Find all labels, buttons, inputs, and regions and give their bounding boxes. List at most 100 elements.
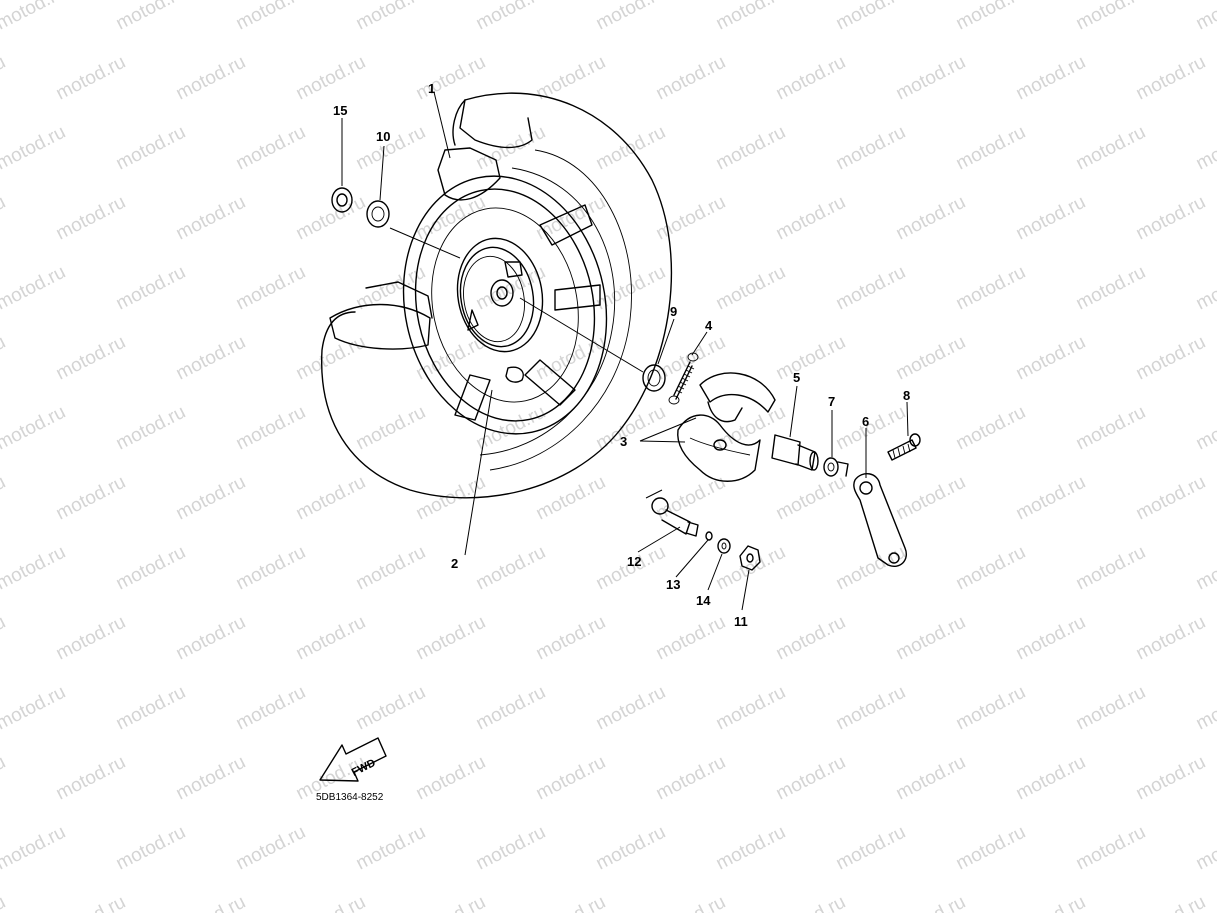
watermark-text: motod.ru: [1133, 472, 1209, 525]
watermark-text: motod.ru: [653, 192, 729, 245]
watermark-text: motod.ru: [173, 332, 249, 385]
watermark-text: motod.ru: [0, 192, 9, 245]
watermark-text: motod.ru: [713, 262, 789, 315]
watermark-text: motod.ru: [533, 752, 609, 805]
watermark-text: motod.ru: [953, 122, 1029, 175]
callout-1: 1: [428, 81, 435, 96]
watermark-text: motod.ru: [1193, 682, 1217, 735]
watermark-text: motod.ru: [593, 0, 669, 34]
watermark-text: motod.ru: [773, 472, 849, 525]
nut-15: [331, 187, 353, 213]
watermark-text: motod.ru: [953, 542, 1029, 595]
watermark-text: motod.ru: [353, 122, 429, 175]
watermark-text: motod.ru: [0, 682, 69, 735]
watermark-text: motod.ru: [113, 402, 189, 455]
watermark-text: motod.ru: [1013, 472, 1089, 525]
leader-lines: [341, 91, 909, 611]
watermark-text: motod.ru: [293, 612, 369, 665]
watermark-text: motod.ru: [0, 612, 9, 665]
watermark-text: motod.ru: [1133, 52, 1209, 105]
watermark-text: motod.ru: [833, 122, 909, 175]
watermark-text: motod.ru: [353, 402, 429, 455]
brake-shoes-3: [677, 372, 776, 482]
watermark-text: motod.ru: [713, 822, 789, 875]
watermark-text: motod.ru: [953, 0, 1029, 34]
watermark-text: motod.ru: [1013, 612, 1089, 665]
watermark-text: motod.ru: [413, 192, 489, 245]
rear-wheel: [320, 92, 673, 499]
bolt-8: [887, 433, 921, 461]
watermark-text: motod.ru: [173, 752, 249, 805]
watermark-text: motod.ru: [1073, 262, 1149, 315]
watermark-text: motod.ru: [953, 402, 1029, 455]
watermark-text: motod.ru: [653, 332, 729, 385]
watermark-text: motod.ru: [953, 822, 1029, 875]
watermark-text: motod.ru: [713, 402, 789, 455]
callout-3: 3: [620, 434, 627, 449]
watermark-text: motod.ru: [1013, 892, 1089, 913]
watermark-text: motod.ru: [1133, 752, 1209, 805]
watermark-text: motod.ru: [1193, 542, 1217, 595]
watermark-text: motod.ru: [1013, 332, 1089, 385]
watermark-text: motod.ru: [1193, 262, 1217, 315]
callout-2: 2: [451, 556, 458, 571]
watermark-text: motod.ru: [1193, 402, 1217, 455]
watermark-text: motod.ru: [713, 682, 789, 735]
watermark-text: motod.ru: [173, 472, 249, 525]
watermark-text: motod.ru: [473, 0, 549, 34]
watermark-text: motod.ru: [833, 542, 909, 595]
watermark-text: motod.ru: [0, 892, 9, 913]
watermark-text: motod.ru: [1013, 52, 1089, 105]
watermark-text: motod.ru: [773, 612, 849, 665]
watermark-text: motod.ru: [713, 542, 789, 595]
watermark-text: motod.ru: [293, 52, 369, 105]
watermark-text: motod.ru: [53, 612, 129, 665]
watermark-text: motod.ru: [533, 612, 609, 665]
watermark-text: motod.ru: [53, 752, 129, 805]
bolt-12: [651, 497, 699, 537]
callout-8: 8: [903, 388, 910, 403]
watermark-text: motod.ru: [233, 262, 309, 315]
watermark-text: motod.ru: [293, 192, 369, 245]
watermark-text: motod.ru: [0, 0, 69, 34]
watermark-text: motod.ru: [533, 472, 609, 525]
callout-11: 11: [734, 614, 748, 629]
watermark-text: motod.ru: [713, 0, 789, 34]
watermark-text: motod.ru: [1133, 192, 1209, 245]
watermark-text: motod.ru: [593, 682, 669, 735]
watermark-text: motod.ru: [353, 822, 429, 875]
watermark-text: motod.ru: [953, 262, 1029, 315]
watermark-text: motod.ru: [833, 682, 909, 735]
watermark-text: motod.ru: [1013, 192, 1089, 245]
watermark-text: motod.ru: [1193, 0, 1217, 34]
callout-numbers: 1 15 10 2 9 4 3 5 7 6 8 12 13 14 11: [333, 81, 910, 629]
callout-12: 12: [627, 554, 641, 569]
watermark-text: motod.ru: [1073, 682, 1149, 735]
watermark-text: motod.ru: [113, 822, 189, 875]
watermark-text: motod.ru: [773, 752, 849, 805]
watermark-text: motod.ru: [293, 892, 369, 913]
cam-lever-6: [853, 473, 907, 567]
watermark-text: motod.ru: [653, 892, 729, 913]
watermark-text: motod.ru: [293, 472, 369, 525]
watermark-text: motod.ru: [473, 682, 549, 735]
watermark-text: motod.ru: [353, 0, 429, 34]
watermark-text: motod.ru: [0, 752, 9, 805]
watermark-text: motod.ru: [233, 402, 309, 455]
watermark-text: motod.ru: [413, 752, 489, 805]
watermark-text: motod.ru: [893, 332, 969, 385]
watermark-text: motod.ru: [1073, 122, 1149, 175]
watermark-text: motod.ru: [473, 822, 549, 875]
watermark-text: motod.ru: [0, 542, 69, 595]
watermark-text: motod.ru: [413, 892, 489, 913]
watermark-text: motod.ru: [113, 122, 189, 175]
watermark-text: motod.ru: [473, 542, 549, 595]
watermark-text: motod.ru: [473, 262, 549, 315]
diagram-code: 5DB1364-8252: [316, 792, 384, 803]
watermark-text: motod.ru: [113, 262, 189, 315]
watermark-text: motod.ru: [773, 892, 849, 913]
watermark-text: motod.ru: [173, 892, 249, 913]
watermark-text: motod.ru: [1193, 822, 1217, 875]
watermark-text: motod.ru: [1013, 752, 1089, 805]
